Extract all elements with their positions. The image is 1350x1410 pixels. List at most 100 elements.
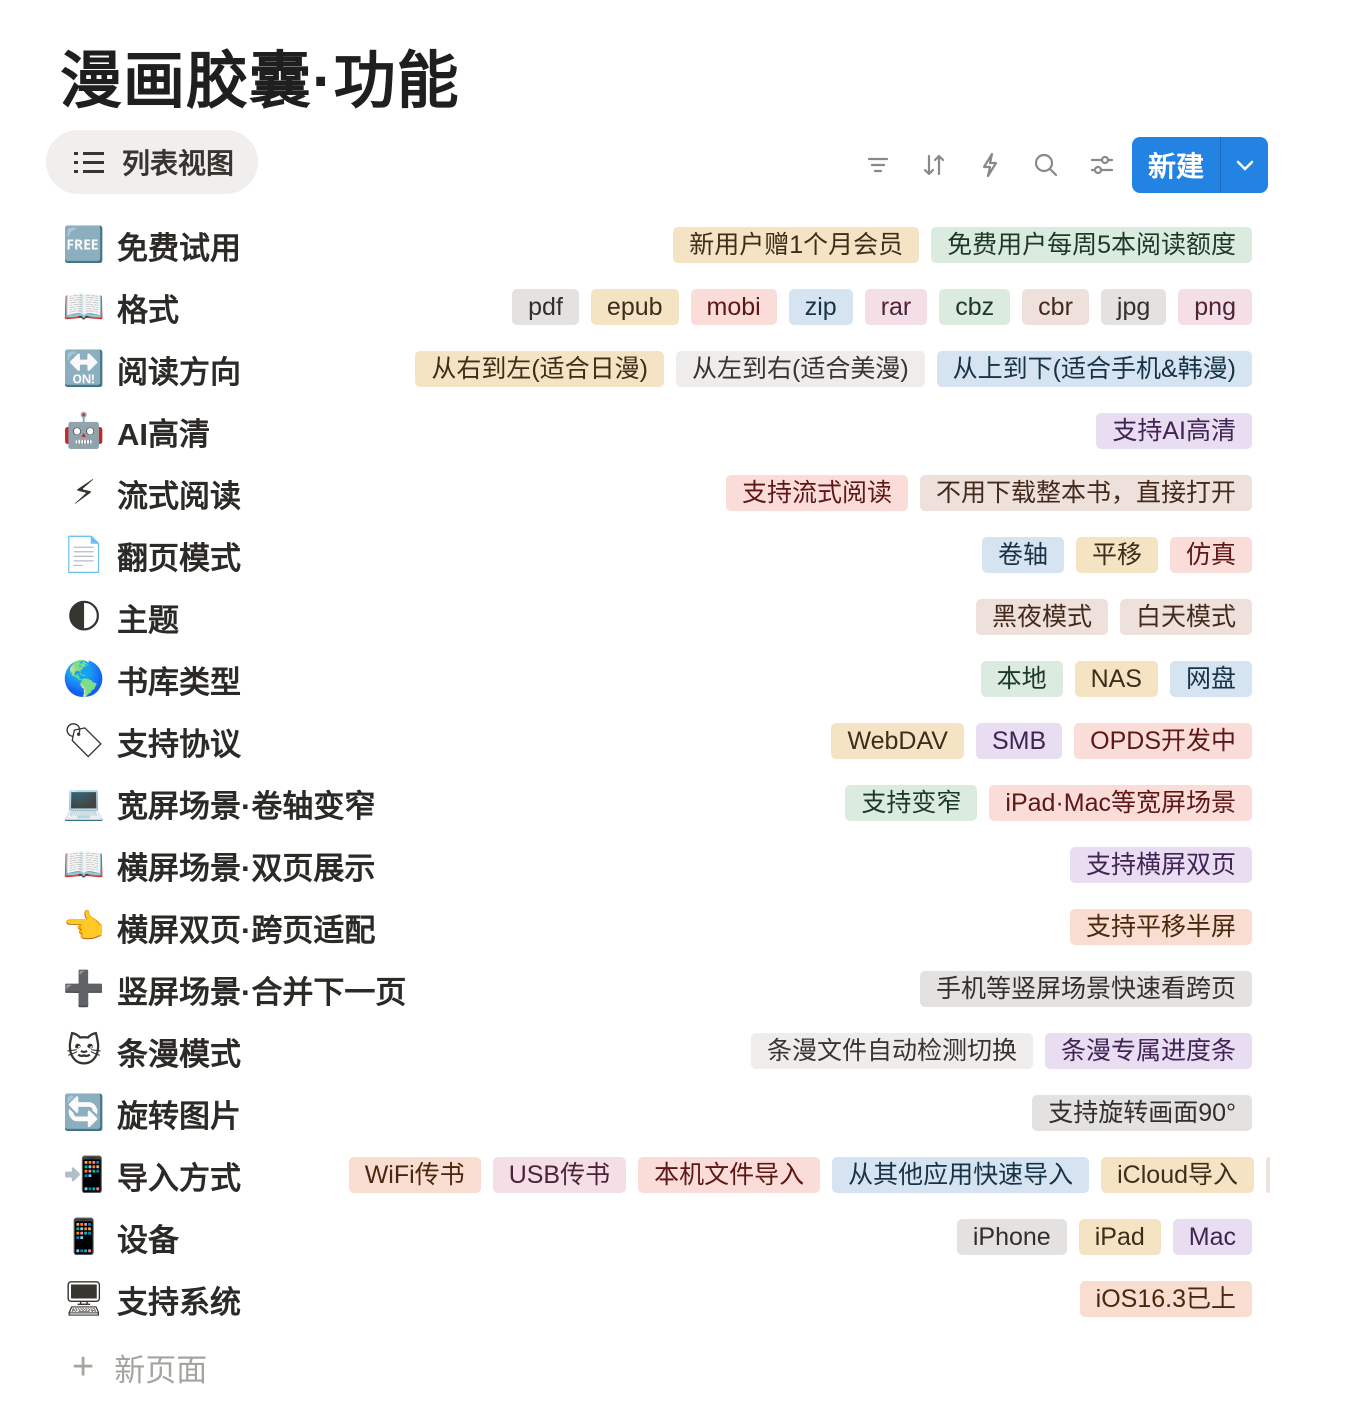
tag-list: iOS16.3已上: [1079, 1281, 1252, 1317]
new-page-button[interactable]: + 新页面: [72, 1345, 207, 1390]
tag-overflow: [1266, 1157, 1270, 1193]
list-item[interactable]: 🆓免费试用新用户赠1个月会员免费用户每周5本阅读额度: [60, 214, 1270, 276]
list-item-title[interactable]: AI高清: [117, 416, 210, 452]
list-item-title[interactable]: 书库类型: [117, 664, 241, 700]
list-item-title[interactable]: 阅读方向: [117, 354, 241, 390]
tag-list: 手机等竖屏场景快速看跨页: [919, 971, 1252, 1007]
list-item-title[interactable]: 设备: [117, 1222, 179, 1258]
phone-import-icon: 📲: [62, 1156, 106, 1194]
toolbar: [850, 137, 1130, 193]
tag: SMB: [975, 723, 1063, 759]
tag: 仿真: [1169, 537, 1252, 573]
label-tag-icon: 🏷: [62, 722, 106, 760]
new-dropdown-button[interactable]: [1221, 137, 1268, 193]
tag: 从上到下(适合手机&韩漫): [936, 351, 1252, 387]
list-item-title[interactable]: 支持协议: [117, 726, 241, 762]
tag-list: 新用户赠1个月会员免费用户每周5本阅读额度: [673, 227, 1252, 263]
lightning-icon[interactable]: [962, 137, 1018, 193]
list-item-title[interactable]: 免费试用: [117, 230, 241, 266]
laptop-icon: 💻: [62, 784, 106, 822]
tag: mobi: [690, 289, 777, 325]
plus-icon: ➕: [62, 970, 106, 1008]
tag: iCloud导入: [1101, 1157, 1254, 1193]
plus-icon: +: [72, 1346, 95, 1388]
list-item-title[interactable]: 翻页模式: [117, 540, 241, 576]
list-item[interactable]: 🤖 AI高清 支持AI高清: [60, 400, 1270, 462]
half-moon-icon: 🌓: [66, 598, 102, 636]
list-item[interactable]: 🔄 旋转图片 支持旋转画面90°: [60, 1082, 1270, 1144]
tag: 从右到左(适合日漫): [415, 351, 665, 387]
list-item-title[interactable]: 格式: [117, 292, 179, 328]
list-item-title[interactable]: 流式阅读: [117, 478, 241, 514]
list-item-title[interactable]: 导入方式: [117, 1160, 241, 1196]
tag: Mac: [1172, 1219, 1252, 1255]
tag: 白天模式: [1119, 599, 1252, 635]
tag: 从其他应用快速导入: [832, 1157, 1090, 1193]
view-tab-label: 列表视图: [122, 148, 235, 179]
list-item-title[interactable]: 横屏双页·跨页适配: [117, 912, 376, 948]
cat-icon: 🐱: [66, 1032, 102, 1070]
tag: iPad·Mac等宽屏场景: [989, 785, 1252, 821]
tag: iOS16.3已上: [1079, 1281, 1252, 1317]
tag-list: 卷轴平移仿真: [981, 537, 1252, 573]
tag: 支持旋转画面90°: [1032, 1095, 1252, 1131]
tag: 支持变窄: [845, 785, 978, 821]
phone-icon: 📱: [62, 1218, 106, 1256]
list-item[interactable]: 👈横屏双页·跨页适配支持平移半屏: [60, 896, 1270, 958]
on-arrow-icon: 🔛: [62, 350, 106, 388]
tag-list: 支持变窄 iPad·Mac等宽屏场景: [845, 785, 1252, 821]
rotate-icon: 🔄: [62, 1094, 106, 1132]
list-item[interactable]: 📖横屏场景·双页展示支持横屏双页: [60, 834, 1270, 896]
tag: epub: [590, 289, 679, 325]
tag: zip: [788, 289, 853, 325]
tag: 条漫专属进度条: [1044, 1033, 1252, 1069]
list-item-title[interactable]: 竖屏场景·合并下一页: [117, 974, 407, 1010]
tag: rar: [864, 289, 928, 325]
list-item[interactable]: ➕ 竖屏场景·合并下一页 手机等竖屏场景快速看跨页: [60, 958, 1270, 1020]
list-item[interactable]: 📄 翻页模式 卷轴平移仿真: [60, 524, 1270, 586]
filter-icon[interactable]: [850, 137, 906, 193]
list-item-title[interactable]: 宽屏场景·卷轴变窄: [117, 788, 376, 824]
list-item-title[interactable]: 条漫模式: [117, 1036, 241, 1072]
list-item[interactable]: 🌓 主题 黑夜模式白天模式: [60, 586, 1270, 648]
tag: 黑夜模式: [975, 599, 1108, 635]
view-tab-list[interactable]: 列表视图: [46, 130, 258, 194]
tag: png: [1178, 289, 1252, 325]
tag: iPhone: [956, 1219, 1067, 1255]
search-icon[interactable]: [1018, 137, 1074, 193]
page-icon: 📄: [62, 536, 106, 574]
list-item[interactable]: 🔛阅读方向从右到左(适合日漫)从左到右(适合美漫)从上到下(适合手机&韩漫): [60, 338, 1270, 400]
settings-sliders-icon[interactable]: [1074, 137, 1130, 193]
list-item-title[interactable]: 支持系统: [117, 1284, 241, 1320]
new-button[interactable]: 新建: [1132, 137, 1221, 193]
sort-icon[interactable]: [906, 137, 962, 193]
tag: 条漫文件自动检测切换: [750, 1033, 1033, 1069]
tag: NAS: [1074, 661, 1158, 697]
list-item-title[interactable]: 旋转图片: [117, 1098, 241, 1134]
list-item-title[interactable]: 横屏场景·双页展示: [117, 850, 376, 886]
page-title: 漫画胶囊·功能: [60, 47, 460, 116]
tag-list: 支持AI高清: [1096, 413, 1252, 449]
tag: pdf: [512, 289, 579, 325]
list-item[interactable]: 💻 宽屏场景·卷轴变窄 支持变窄 iPad·Mac等宽屏场景: [60, 772, 1270, 834]
list-item[interactable]: 🐱 条漫模式 条漫文件自动检测切换条漫专属进度条: [60, 1020, 1270, 1082]
list-item[interactable]: ⚡流式阅读支持流式阅读不用下载整本书，直接打开: [60, 462, 1270, 524]
new-page-label: 新页面: [114, 1353, 208, 1388]
tag: 手机等竖屏场景快速看跨页: [919, 971, 1252, 1007]
tag: 支持平移半屏: [1069, 909, 1252, 945]
tag: cbr: [1022, 289, 1089, 325]
list-item-title[interactable]: 主题: [117, 602, 179, 638]
tag: OPDS开发中: [1074, 723, 1252, 759]
robot-icon: 🤖: [62, 412, 106, 450]
